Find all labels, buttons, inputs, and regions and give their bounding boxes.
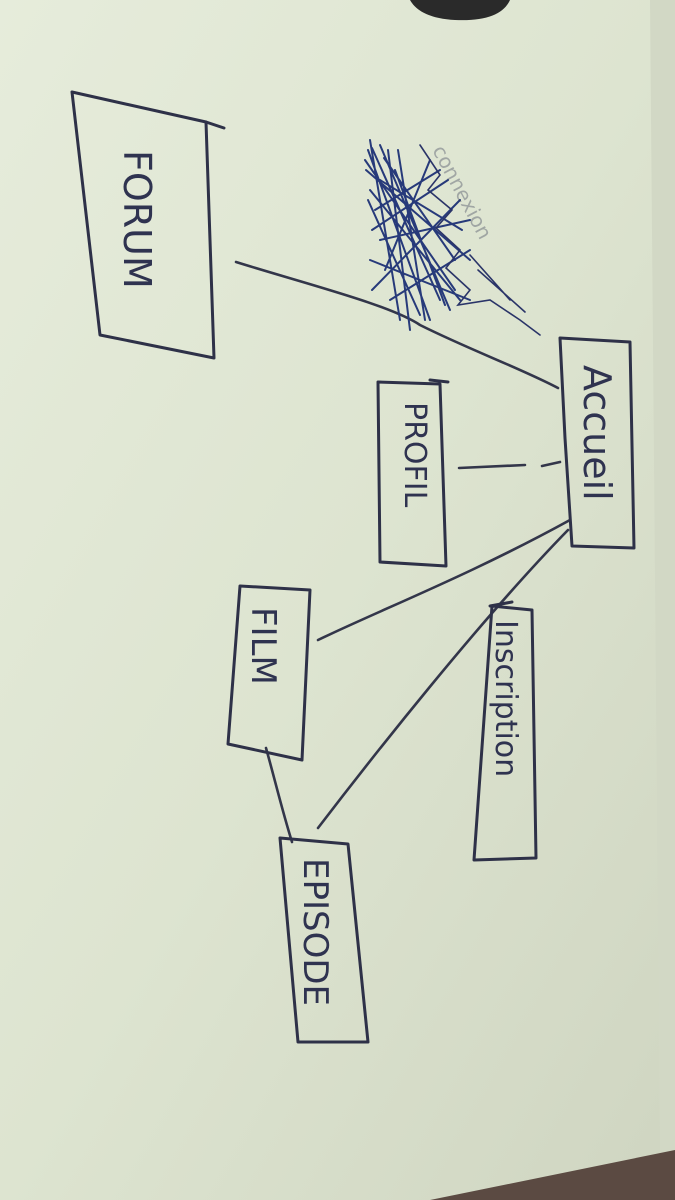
node-accueil-label: Accueil xyxy=(575,365,619,501)
node-accueil: Accueil xyxy=(558,336,636,550)
edge-film-episode xyxy=(264,746,294,844)
edge-profil-accueil-right xyxy=(540,460,562,468)
dark-corner xyxy=(430,1150,675,1200)
node-episode: EPISODE xyxy=(278,836,370,1044)
node-forum-label: FORUM xyxy=(115,150,159,289)
edge-film-accueil xyxy=(316,518,572,642)
node-profil: PROFIL xyxy=(376,378,450,568)
node-inscription-label: Inscription xyxy=(488,620,523,777)
edge-profil-accueil-left xyxy=(457,463,527,470)
node-profil-label: PROFIL xyxy=(397,402,432,508)
node-film-label: FILM xyxy=(243,607,283,685)
node-forum: FORUM xyxy=(70,90,226,360)
node-episode-label: EPISODE xyxy=(295,858,335,1006)
paper-edge-shadow xyxy=(650,0,675,1152)
node-film: FILM xyxy=(226,584,312,762)
edge-episode-accueil xyxy=(316,528,570,830)
node-inscription: Inscription xyxy=(472,600,538,862)
edges xyxy=(234,260,572,844)
top-object-shadow xyxy=(410,0,510,21)
edge-forum-accueil xyxy=(234,260,560,390)
